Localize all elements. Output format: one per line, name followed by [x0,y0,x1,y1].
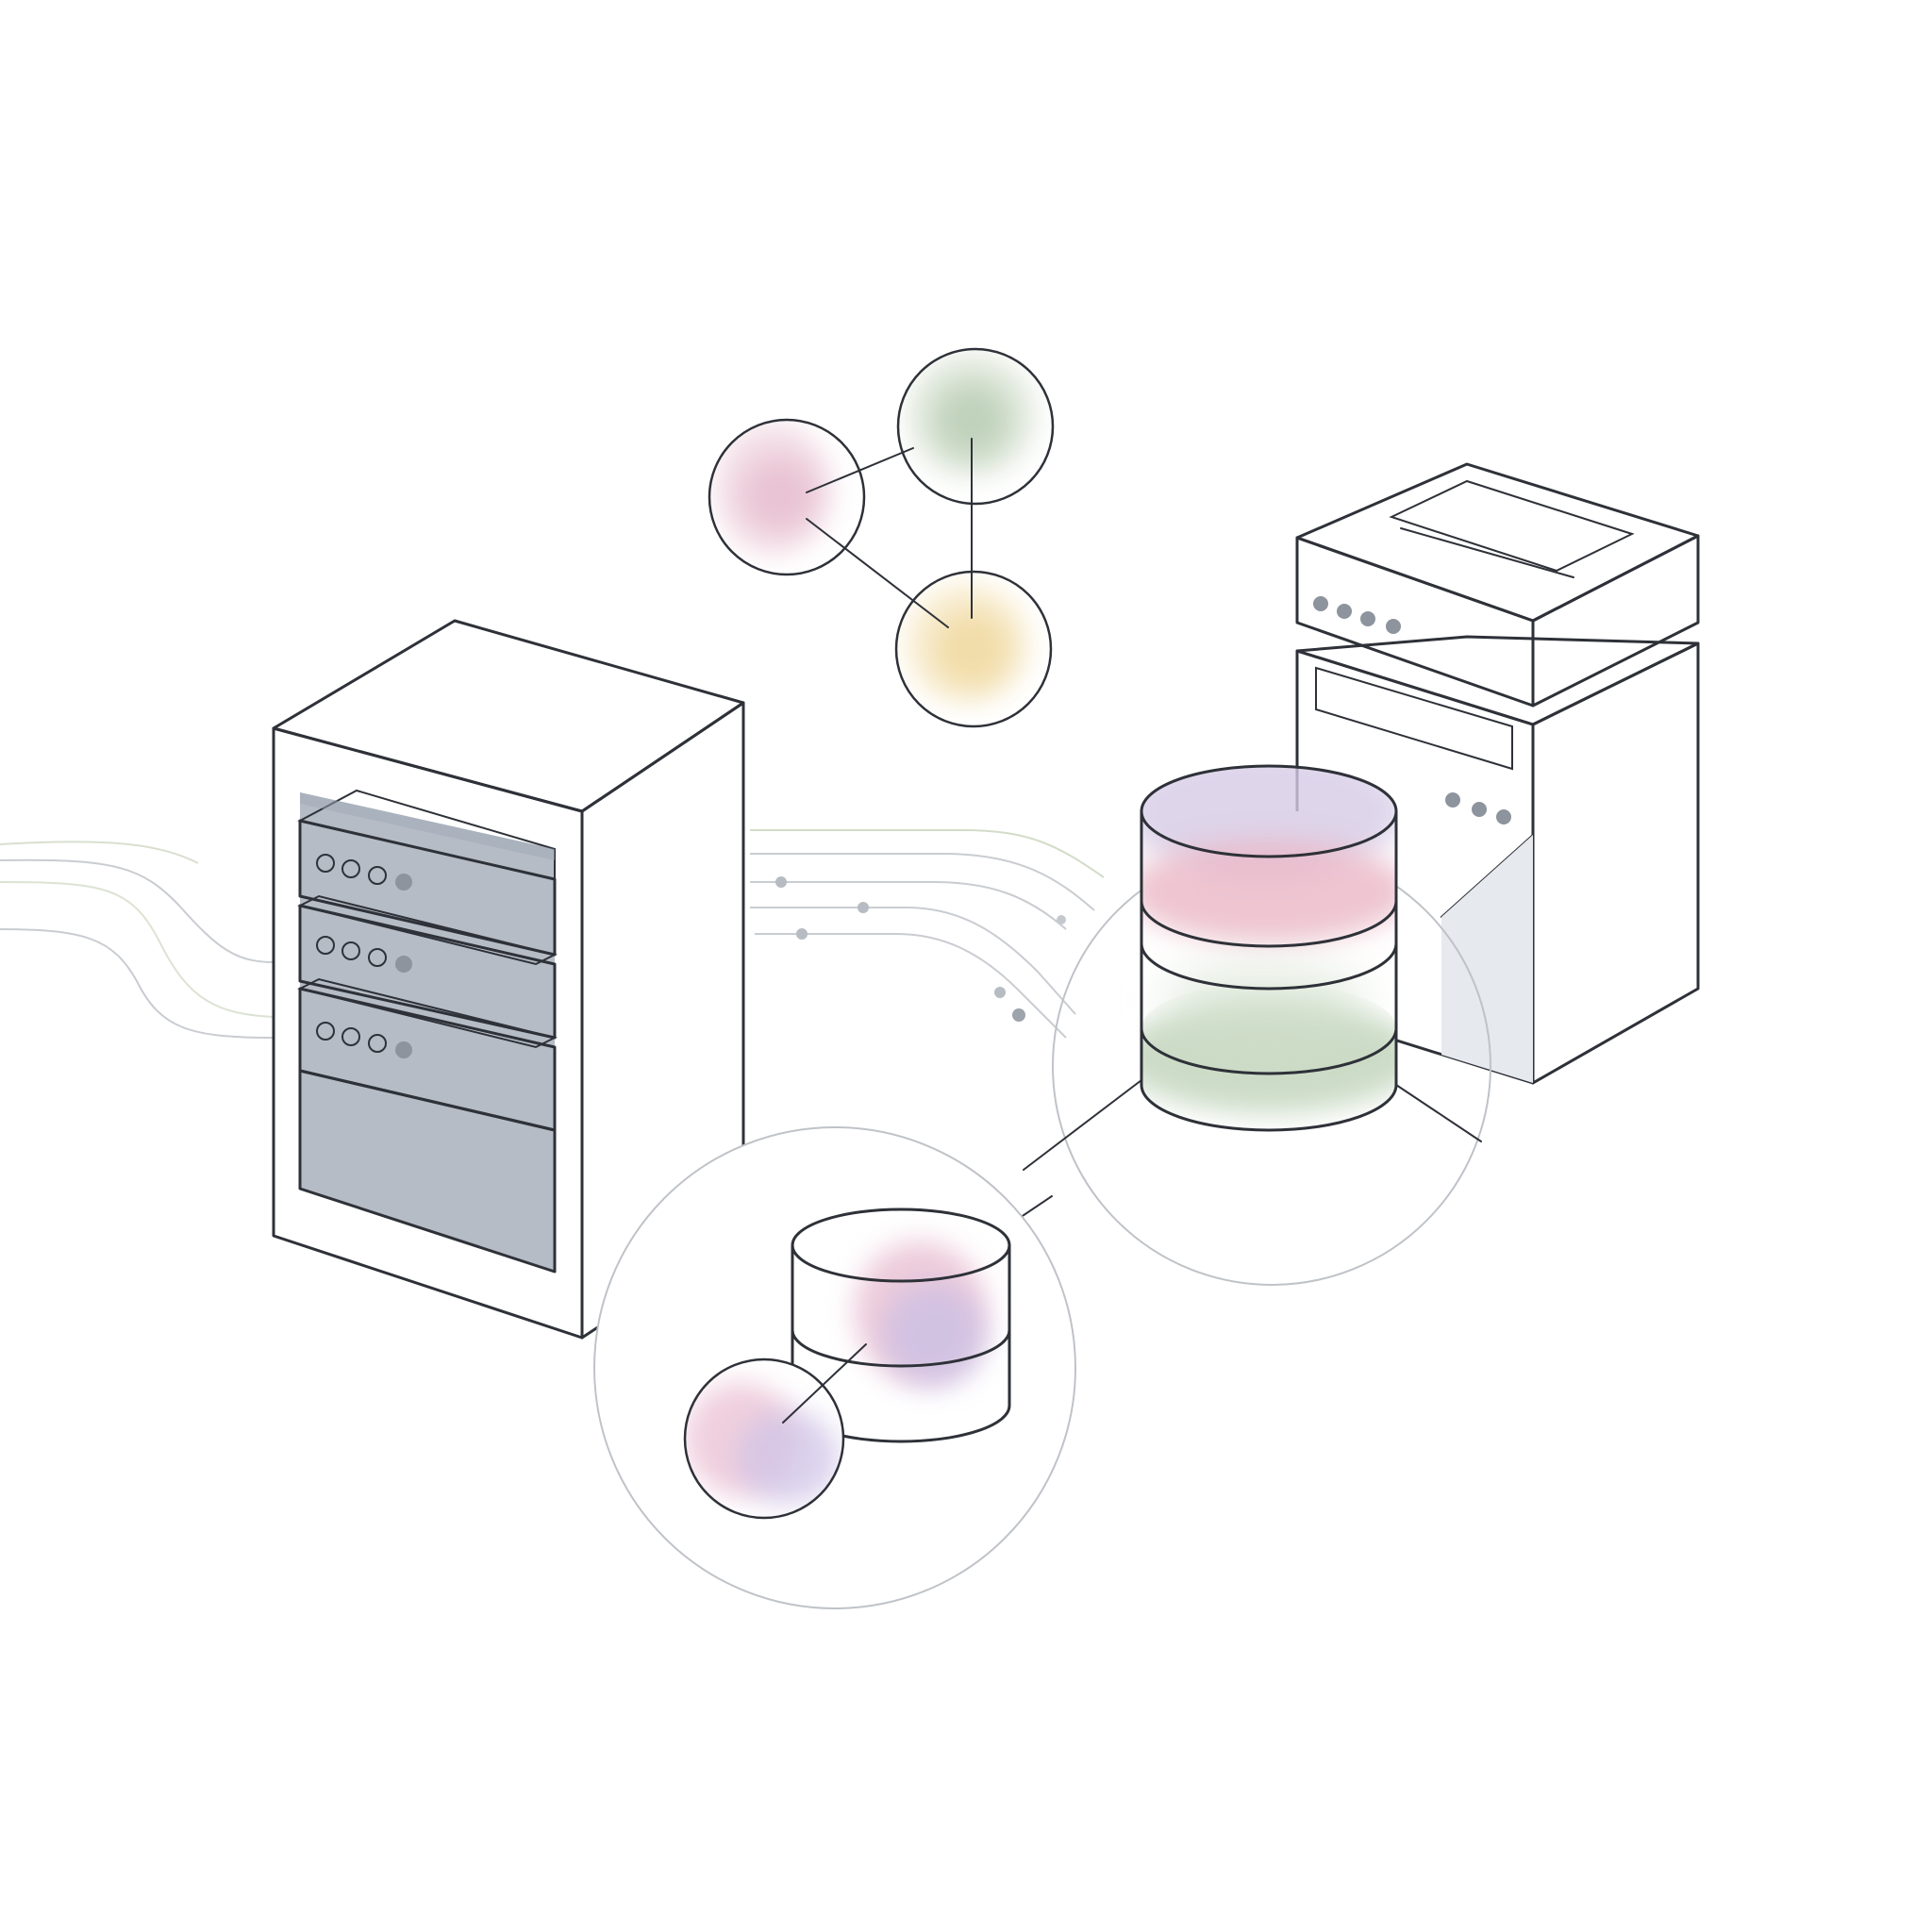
flow-dot [994,987,1006,998]
flow-line [750,907,1076,1015]
rack-bottom-bay [298,1069,557,1274]
flow-dot [1057,915,1066,924]
unit-top [1295,462,1700,623]
node-link [782,1343,867,1424]
flow-dot [858,902,869,913]
indicator-ring [368,1034,387,1053]
flow-line [750,853,1095,911]
network-nodes-icon [708,347,1055,728]
indicator-ring [368,948,387,967]
node-link [806,447,914,493]
flow-line [0,858,275,963]
database-large [1052,764,1491,1286]
indicator-light [1337,604,1352,619]
tower-indicator-lights [1445,792,1511,824]
flow-dot [775,876,787,888]
flow-line [0,841,199,864]
flow-line [0,881,275,1018]
indicator-light [1360,611,1375,626]
flow-dot [1012,1008,1025,1022]
tower-top [1295,635,1700,726]
database-connector [1023,1079,1142,1171]
server-tower-icon [1295,462,1700,1085]
indicator-ring [341,859,360,878]
rack-front [272,726,584,1340]
database-top [1140,764,1398,858]
small-node [683,1357,845,1520]
unit-front [1295,536,1535,708]
indicator-light [1313,596,1328,611]
green-node [896,347,1055,506]
rack-front-frame-shade [300,792,555,860]
tower-display-slot [1315,666,1513,771]
indicator-light [1386,619,1401,634]
flow-line [750,829,1105,878]
database-band [1140,941,1398,991]
indicator-ring [316,936,335,955]
zoom-connector [1395,1084,1482,1142]
tower-side [1531,641,1700,1085]
indicator-light [1472,802,1487,817]
unit-top-panel-seam [1400,527,1574,578]
database-small [593,1126,1076,1609]
unit-top-panel [1389,479,1635,573]
indicator-light [1496,809,1511,824]
flow-dot [796,928,808,940]
flow-line [0,928,275,1039]
yellow-node [894,570,1053,728]
database-band [1140,1026,1398,1075]
flow-line [750,881,1067,930]
indicator-light [1445,792,1460,808]
indicator-ring [368,866,387,885]
indicator-ring [316,1022,335,1041]
pink-node [708,418,866,576]
node-link [806,518,949,628]
tower-lower-panel [1441,835,1533,1083]
rack-top [272,619,745,813]
data-flow-lines-left [0,841,275,1039]
unit-side [1531,534,1700,708]
indicator-ring [316,854,335,873]
indicator-ring [341,1027,360,1046]
indicator-ring [341,941,360,960]
unit-indicator-lights [1313,596,1401,634]
indicator-light [395,956,412,973]
database-band [1140,899,1398,948]
data-flow-lines-center [750,829,1105,1039]
indicator-light [395,1041,412,1058]
database-band [791,1328,1011,1368]
indicator-light [395,874,412,891]
database-top [791,1208,1011,1283]
flow-line [755,933,1067,1039]
